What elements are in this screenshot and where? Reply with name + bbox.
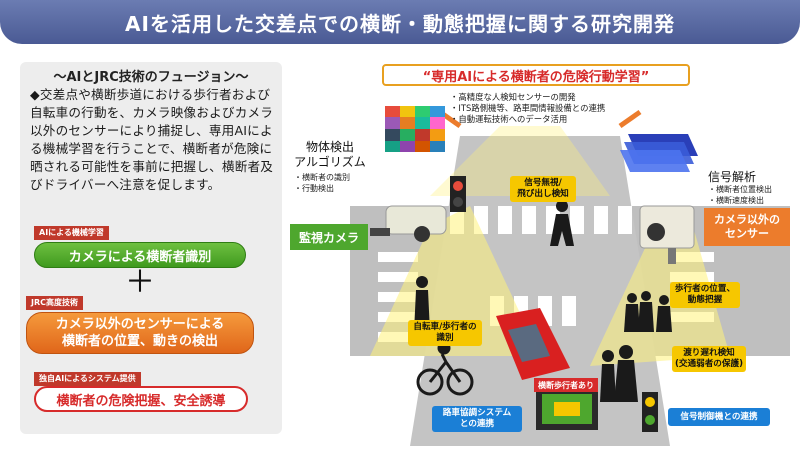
signal-item-2: ・横断速度検出 <box>708 196 764 205</box>
dashboard-display-icon <box>536 388 598 430</box>
tag-original-ai: 独自AIによるシステム提供 <box>34 372 141 386</box>
plus-icon: ＋ <box>125 265 155 300</box>
bullet-3: ・自動運転技術へのデータ活用 <box>450 114 568 124</box>
algorithm-list: ・横断者の識別 ・行動検出 <box>294 172 350 194</box>
panel-description: ◆交差点や横断歩道における歩行者および自転車の行動を、カメラ映像およびカメラ以外… <box>30 87 274 192</box>
traffic-controller-icon <box>642 392 658 432</box>
step-sensor-line2: 横断者の位置、動きの検出 <box>61 334 218 349</box>
algorithm-title-line1: 物体検出 <box>305 140 354 154</box>
callout-bike-line1: 自転車/歩行者の <box>413 322 477 332</box>
tag-jrc-tech: JRC高度技術 <box>26 296 84 310</box>
arrow-right <box>618 109 642 129</box>
bullet-1: ・高精度な人検知センサーの開発 <box>450 92 576 102</box>
callout-late-line1: 渡り遅れ検知 <box>683 348 735 358</box>
car-icon <box>496 308 570 380</box>
warning-pedestrian-tag: 横断歩行者あり <box>534 378 598 392</box>
callout-traffic-controller: 信号制御機との連携 <box>668 408 770 426</box>
callout-signal-line1: 信号無視/ <box>524 178 562 188</box>
algorithm-title: 物体検出 アルゴリズム <box>290 140 370 170</box>
signal-item-1: ・横断者位置検出 <box>708 185 772 194</box>
signal-analysis-list: ・横断者位置検出 ・横断速度検出 <box>708 184 772 206</box>
title-bar: AIを活用した交差点での横断・動態把握に関する研究開発 <box>0 0 800 44</box>
callout-pos-line2: 動態把握 <box>687 295 723 305</box>
intersection-scene: “専用AIによる横断者の危険行動学習” ・高精度な人検知センサーの開発 ・ITS… <box>290 56 795 446</box>
algorithm-item-2: ・行動検出 <box>294 184 334 193</box>
signal-analysis-title: 信号解析 <box>708 170 757 184</box>
step-danger-guidance: 横断者の危険把握、安全誘導 <box>34 386 248 412</box>
callout-late-crossing: 渡り遅れ検知 (交通弱者の保護) <box>672 346 746 372</box>
callout-road-line1: 路車協調システム <box>442 408 512 418</box>
callout-position: 歩行者の位置、 動態把握 <box>670 282 740 308</box>
surveillance-camera-icon <box>370 205 447 242</box>
callout-signal-line2: 飛び出し検知 <box>517 189 569 199</box>
sensor-label-line2: センサー <box>725 227 769 240</box>
sensor-label-line1: カメラ以外の <box>714 213 780 226</box>
algorithm-item-1: ・横断者の識別 <box>294 173 350 182</box>
color-grid-icon <box>385 106 445 152</box>
page-title: AIを活用した交差点での横断・動態把握に関する研究開発 <box>125 11 675 36</box>
sensor-device-icon <box>639 205 695 264</box>
callout-bike-line2: 識別 <box>436 333 454 343</box>
pedestrian-signal-icon <box>450 176 466 212</box>
panel-heading: ～AIとJRC技術のフュージョン～ <box>53 70 249 85</box>
step-camera-identification: カメラによる横断者識別 <box>34 242 246 268</box>
bullet-2: ・ITS路側機等、路車間情報設備との連携 <box>450 103 606 113</box>
callout-road-vehicle: 路車協調システム との連携 <box>432 406 522 432</box>
callout-bike-pedestrian: 自転車/歩行者の 識別 <box>408 320 482 346</box>
scene-headline: “専用AIによる横断者の危険行動学習” <box>382 64 690 86</box>
pedestrian-silhouettes <box>414 200 672 402</box>
callout-pos-line1: 歩行者の位置、 <box>674 284 736 294</box>
callout-late-line2: (交通弱者の保護) <box>674 359 743 369</box>
callout-road-line2: との連携 <box>459 419 495 429</box>
algorithm-title-line2: アルゴリズム <box>294 155 366 169</box>
signal-analysis-icon <box>620 134 698 172</box>
camera-label: 監視カメラ <box>290 224 368 250</box>
tag-ai-learning: AIによる機械学習 <box>34 226 109 240</box>
sensor-label: カメラ以外の センサー <box>704 208 790 246</box>
callout-signal-violation: 信号無視/ 飛び出し検知 <box>510 176 576 202</box>
step-sensor-detection: カメラ以外のセンサーによる 横断者の位置、動きの検出 <box>26 312 254 354</box>
scene-bullets: ・高精度な人検知センサーの開発 ・ITS路側機等、路車間情報設備との連携 ・自動… <box>450 92 605 125</box>
step-sensor-line1: カメラ以外のセンサーによる <box>55 317 225 332</box>
